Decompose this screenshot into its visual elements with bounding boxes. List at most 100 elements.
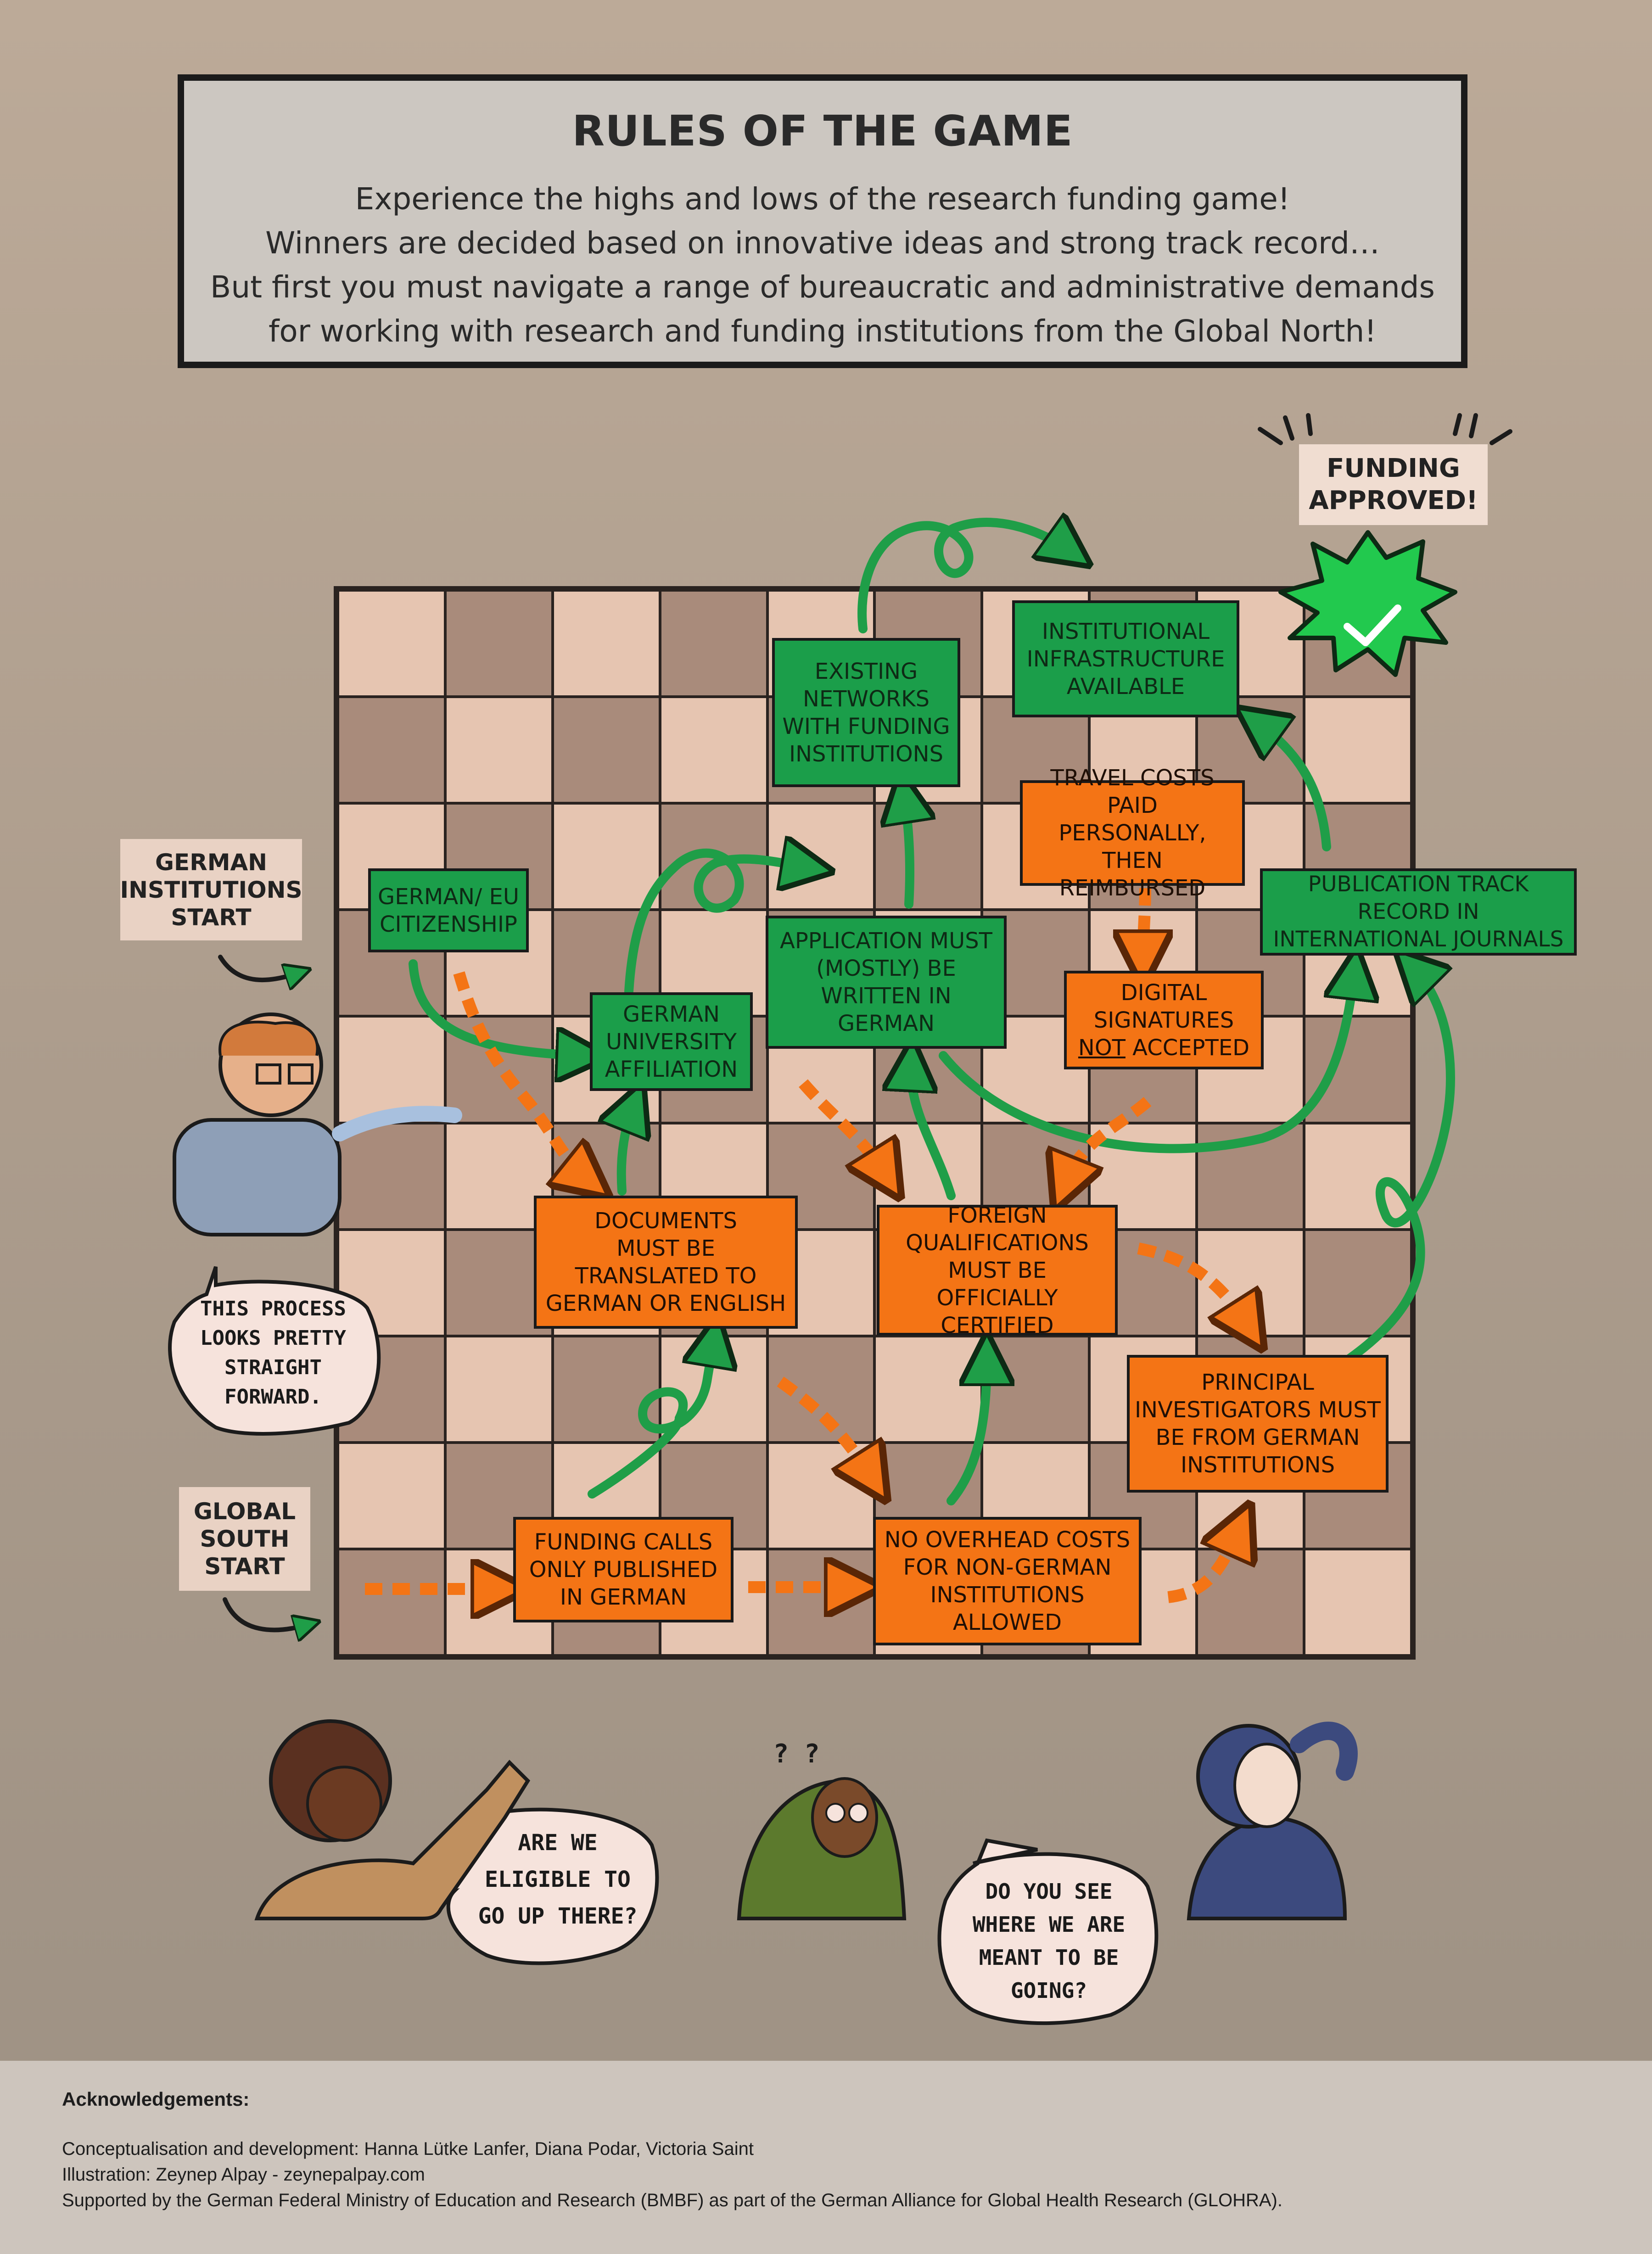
orange-arrow xyxy=(1143,888,1145,959)
orange-arrow xyxy=(1065,1097,1152,1184)
tile-line: GERMAN OR ENGLISH xyxy=(545,1291,786,1316)
global-south-start-label: GLOBAL SOUTH START xyxy=(179,1487,310,1591)
german-researcher-character xyxy=(173,1012,462,1236)
tile-line: CITIZENSHIP xyxy=(380,911,517,937)
board-square xyxy=(1305,698,1410,802)
speech-line: WHERE WE ARE xyxy=(972,1912,1126,1937)
tile-line: THEN REIMBURSED xyxy=(1059,848,1206,901)
tile-line: CERTIFIED xyxy=(941,1312,1054,1338)
start-line: START xyxy=(204,1553,285,1580)
tile-funding-calls: FUNDING CALLS ONLY PUBLISHED IN GERMAN xyxy=(513,1517,734,1622)
tile-line: AFFILIATION xyxy=(605,1056,738,1082)
board-square xyxy=(1305,1018,1410,1122)
pointing-researcher-speech: ARE WE ELIGIBLE TO GO UP THERE? xyxy=(459,1824,656,1935)
tile-line: (MOSTLY) BE xyxy=(816,956,956,981)
orange-arrow xyxy=(777,1376,872,1478)
speech-line: STRAIGHT xyxy=(224,1356,322,1379)
speech-line: MEANT TO BE xyxy=(979,1945,1119,1970)
tile-line: INSTITUTIONS xyxy=(789,741,944,767)
confused-researcher-character xyxy=(737,1777,907,1920)
green-arrow xyxy=(1345,968,1456,1363)
funding-approved-badge xyxy=(1278,530,1457,677)
board-square xyxy=(554,698,659,802)
orange-arrow xyxy=(453,971,588,1180)
german-researcher-speech: THIS PROCESS LOOKS PRETTY STRAIGHT FORWA… xyxy=(181,1294,365,1412)
tile-line: INVESTIGATORS MUST xyxy=(1135,1397,1381,1423)
pointing-researcher-character xyxy=(254,1719,531,1920)
tile-line: ALLOWED xyxy=(952,1610,1062,1635)
tile-application-german: APPLICATION MUST (MOSTLY) BE WRITTEN IN … xyxy=(766,916,1007,1049)
tile-line: ONLY PUBLISHED xyxy=(529,1557,718,1583)
board-square xyxy=(339,1550,444,1654)
tile-line: PUBLICATION TRACK xyxy=(1308,872,1529,897)
tile-line: FOR NON-GERMAN xyxy=(903,1555,1112,1580)
tile-german-eu-citizenship: GERMAN/ EU CITIZENSHIP xyxy=(368,868,529,952)
tile-line: BE FROM GERMAN xyxy=(1155,1425,1360,1450)
tile-line: NO OVERHEAD COSTS xyxy=(884,1527,1131,1553)
tile-line: TRANSLATED TO xyxy=(575,1263,757,1289)
board-square xyxy=(446,592,551,696)
board-square xyxy=(1305,1124,1410,1228)
board-square xyxy=(446,1230,551,1335)
tile-foreign-qualifications: FOREIGN QUALIFICATIONS MUST BE OFFICIALL… xyxy=(877,1203,1118,1338)
tile-line: WITH FUNDING xyxy=(782,713,950,739)
board-square xyxy=(554,592,659,696)
tile-institutional-infrastructure: INSTITUTIONAL INFRASTRUCTURE AVAILABLE xyxy=(1012,600,1239,717)
acknowledgements-concept: Conceptualisation and development: Hanna… xyxy=(62,2139,754,2159)
start-line: INSTITUTIONS xyxy=(120,876,302,903)
board-square xyxy=(554,805,659,909)
board-square xyxy=(339,698,444,802)
tile-line: IN GERMAN xyxy=(560,1584,687,1610)
start-line: SOUTH xyxy=(200,1526,290,1552)
board-square xyxy=(339,1443,444,1548)
acknowledgements-support: Supported by the German Federal Ministry… xyxy=(62,2190,1282,2210)
rules-line: But first you must navigate a range of b… xyxy=(210,269,1435,305)
tile-line: MUST BE OFFICIALLY xyxy=(936,1257,1058,1311)
tile-line: PRINCIPAL xyxy=(1201,1370,1314,1395)
speech-bubble xyxy=(937,1838,1159,2025)
board-square xyxy=(339,592,444,696)
tile-line: QUALIFICATIONS xyxy=(906,1230,1089,1256)
acknowledgements-heading: Acknowledgements: xyxy=(62,2088,250,2110)
acknowledgements-illustration: Illustration: Zeynep Alpay - zeynepalpay… xyxy=(62,2165,425,2185)
german-institutions-start-label: GERMAN INSTITUTIONS START xyxy=(120,839,302,940)
tile-travel-costs: TRAVEL COSTS PAID PERSONALLY, THEN REIMB… xyxy=(1020,765,1245,901)
tile-line: GERMAN/ EU xyxy=(378,884,519,910)
tile-no-overhead-costs: NO OVERHEAD COSTS FOR NON-GERMAN INSTITU… xyxy=(873,1517,1142,1645)
speech-bubble xyxy=(168,1266,381,1436)
green-arrow xyxy=(911,1065,956,1200)
board-square xyxy=(339,1018,444,1122)
tile-line: NETWORKS xyxy=(802,686,930,712)
green-arrow xyxy=(904,796,910,909)
tile-line: EXISTING xyxy=(814,658,918,684)
green-arrow xyxy=(939,973,1354,1153)
green-arrow xyxy=(622,1106,633,1196)
tile-line: WRITTEN IN xyxy=(821,983,952,1009)
goal-line: APPROVED! xyxy=(1309,486,1478,515)
board-square xyxy=(661,698,766,802)
acknowledgements-footer: Acknowledgements: Conceptualisation and … xyxy=(0,2061,1652,2254)
tile-line: AVAILABLE xyxy=(1066,673,1185,699)
speech-line: GOING? xyxy=(1010,1978,1087,2003)
tile-line: INSTITUTIONAL xyxy=(1042,618,1210,644)
tile-line: FUNDING CALLS xyxy=(534,1529,713,1555)
tile-line: INFRASTRUCTURE xyxy=(1026,646,1225,672)
speech-line: FORWARD. xyxy=(224,1385,322,1409)
puzzled-researcher-speech: DO YOU SEE WHERE WE ARE MEANT TO BE GOIN… xyxy=(950,1875,1148,2007)
tile-line: UNIVERSITY xyxy=(606,1029,737,1055)
start-line: GERMAN xyxy=(155,849,267,876)
board-square xyxy=(661,592,766,696)
tile-line: DOCUMENTS xyxy=(594,1208,737,1234)
speech-line: DO YOU SEE xyxy=(985,1879,1113,1904)
tile-line: GERMAN xyxy=(622,1001,720,1027)
tile-line: DIGITAL xyxy=(1120,979,1207,1006)
tile-german-university-affiliation: GERMAN UNIVERSITY AFFILIATION xyxy=(590,992,753,1091)
tile-digital-signatures: DIGITAL SIGNATURES NOT ACCEPTED xyxy=(1064,971,1264,1069)
board-square xyxy=(446,1337,551,1441)
tile-line: APPLICATION MUST xyxy=(779,928,992,954)
tile-line: NOT ACCEPTED xyxy=(1078,1034,1249,1062)
speech-line: ARE WE xyxy=(518,1830,598,1856)
orange-arrow xyxy=(1167,1528,1239,1603)
rules-line: Experience the highs and lows of the res… xyxy=(355,181,1290,217)
